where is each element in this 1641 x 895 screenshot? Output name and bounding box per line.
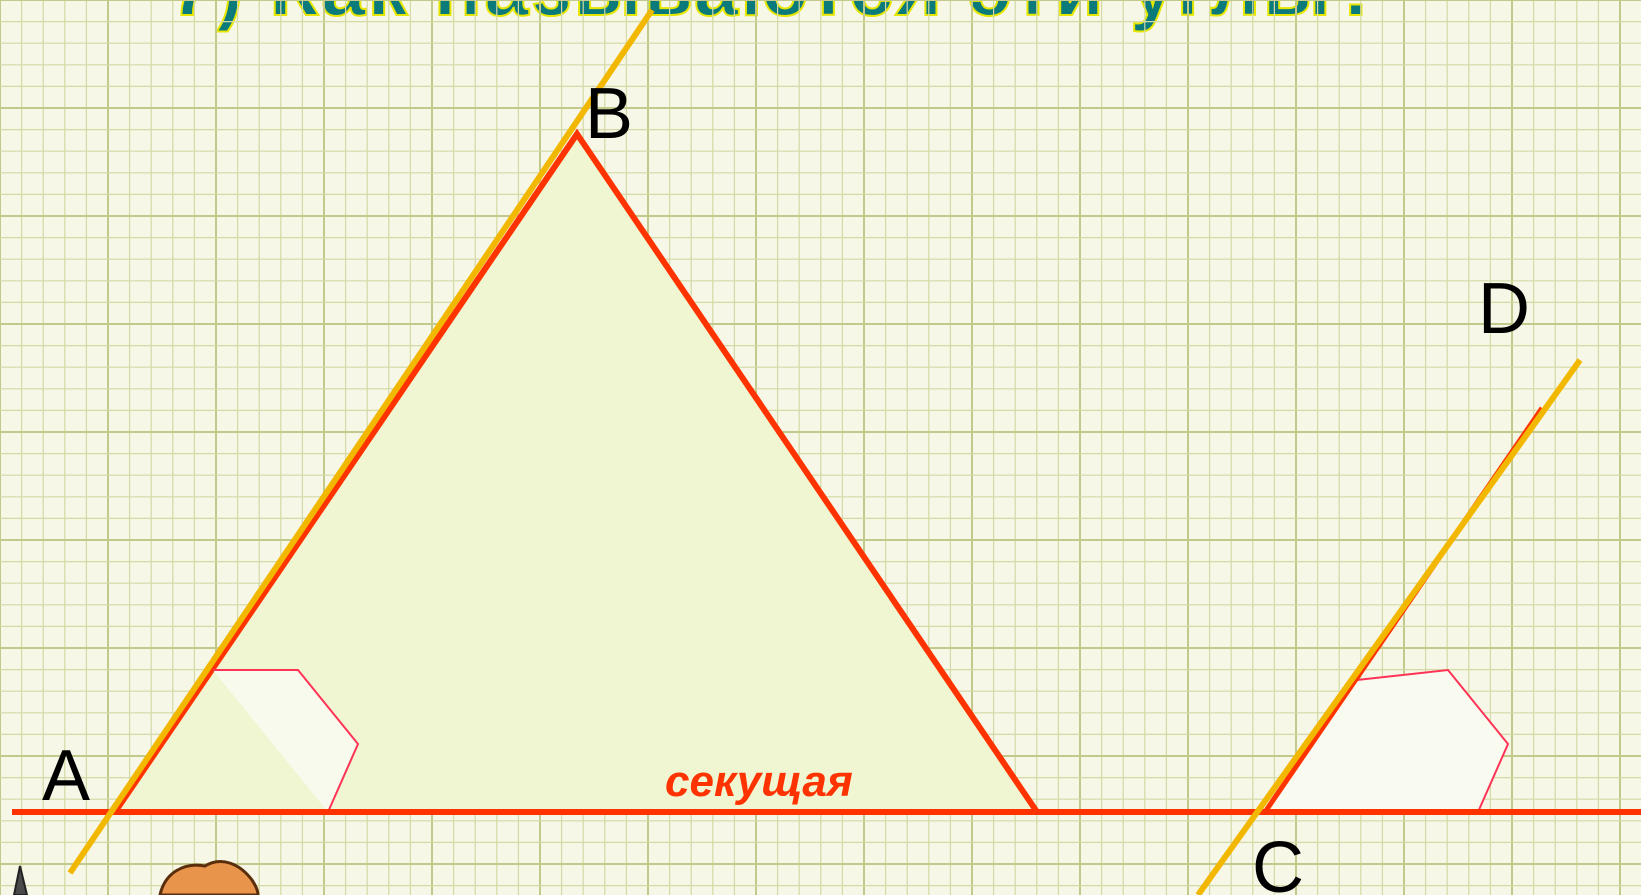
mascot-ear-shape: [12, 865, 29, 895]
mascot-head-shape: [158, 860, 260, 895]
angle-mark-c: [1356, 668, 1510, 813]
angle-mark-c-fill: [1265, 670, 1508, 812]
point-label-a: A: [42, 736, 90, 816]
point-label-b: B: [585, 74, 633, 154]
secant-label: секущая: [665, 757, 853, 806]
parallel-line-cd: [1195, 358, 1583, 895]
angle-mark-a: [213, 669, 360, 813]
point-label-c: C: [1252, 828, 1304, 895]
parallel-line-ab: [67, 8, 655, 875]
point-label-d: D: [1478, 269, 1530, 349]
mascot-character: [12, 860, 260, 895]
slide-title: 7) Как называются эти углы?: [169, 0, 1384, 34]
